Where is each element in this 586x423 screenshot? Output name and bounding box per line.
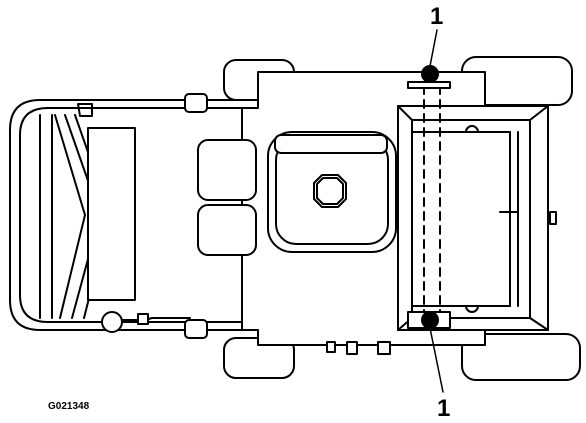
- control-cable: [121, 317, 191, 321]
- bottom-pivot-point: [421, 311, 439, 329]
- hopper-bevel-tl: [397, 105, 413, 121]
- control-knob: [101, 311, 123, 333]
- hopper-notch-top: [465, 125, 479, 133]
- bottom-callout-leader: [429, 327, 444, 393]
- hopper-bevel-br: [529, 317, 549, 331]
- cable-clamp: [137, 313, 149, 325]
- seat-pad-upper: [197, 139, 257, 201]
- engine-top-plate: [274, 134, 388, 154]
- bottom-grip: [184, 319, 208, 339]
- hopper-latch: [549, 211, 557, 225]
- figure-id: G021348: [48, 401, 90, 412]
- bottom-right-wheel: [461, 333, 581, 381]
- fuel-cap-octagon: [313, 174, 347, 208]
- callout-label-bottom: 1: [437, 395, 451, 422]
- seat-pad-lower: [197, 204, 257, 256]
- callout-label-top: 1: [430, 3, 444, 30]
- hopper-outer: [397, 105, 549, 331]
- handle-frame-inner: [19, 107, 243, 323]
- bottom-fitting-1: [326, 341, 336, 353]
- top-pivot-point: [421, 65, 439, 83]
- top-pivot-bracket: [407, 81, 451, 89]
- handle-frame: [9, 99, 243, 331]
- bottom-fitting-2: [346, 341, 358, 355]
- control-linkage-1: [54, 114, 86, 319]
- hopper-notch-bottom: [465, 305, 479, 313]
- fuel-cap-octagon-inner: [316, 177, 344, 205]
- hopper-bevel-tr: [529, 105, 549, 121]
- top-grip: [184, 93, 208, 113]
- bottom-fitting-3: [377, 341, 391, 355]
- top-callout-leader: [429, 29, 438, 67]
- top-latch: [77, 103, 93, 117]
- center-column: [87, 127, 136, 301]
